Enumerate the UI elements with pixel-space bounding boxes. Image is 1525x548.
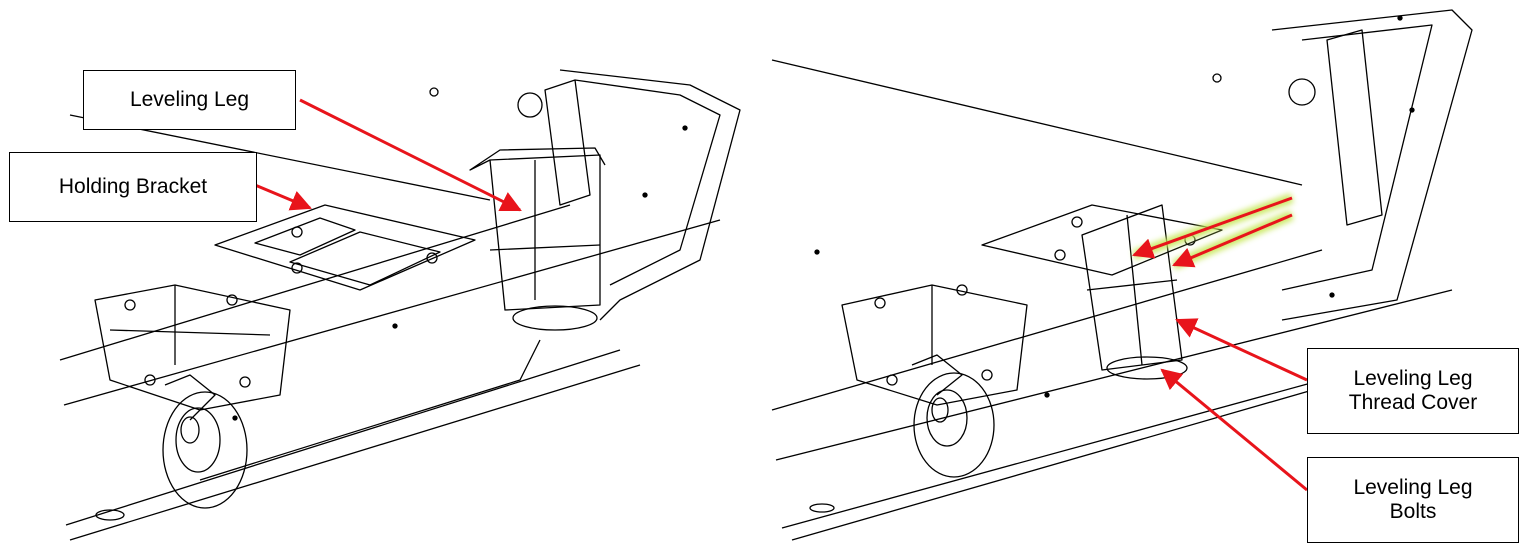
holding-bracket-plate: [214, 204, 476, 291]
leveling-leg-foot: [512, 305, 598, 331]
frame-right-corner: [559, 69, 741, 321]
arrow-to-bolt-2: [1172, 213, 1293, 268]
caster-mount: [841, 284, 1028, 406]
frame-hole: [1288, 78, 1316, 106]
frame-rail-lower: [63, 219, 721, 406]
frame-rail-bottom: [781, 379, 1323, 529]
frame-rail-bottom: [65, 349, 621, 526]
frame-right-corner: [1271, 9, 1473, 321]
frame-rail-upper: [59, 204, 571, 361]
leveling-leg-body: [489, 154, 601, 311]
frame-inner-post: [544, 79, 591, 206]
left-diagram-panel: Leveling Leg Holding Bracket: [0, 0, 762, 548]
right-line-drawing: [771, 9, 1473, 541]
label-leveling-leg-bolts: Leveling Leg Bolts: [1307, 457, 1519, 543]
frame-front-face: [199, 339, 541, 481]
leveling-leg-body: [1081, 204, 1183, 371]
arrow-to-bolt-1: [1132, 196, 1293, 259]
leveling-leg-foot: [1106, 356, 1188, 380]
label-leveling-leg-thread-cover: Leveling Leg Thread Cover: [1307, 348, 1519, 434]
frame-rail-lower: [775, 289, 1453, 461]
frame-rail-upper: [771, 249, 1323, 411]
label-holding-bracket: Holding Bracket: [9, 152, 257, 222]
arrow-to-bolts: [1160, 368, 1308, 492]
arrow-to-thread-cover: [1175, 318, 1308, 382]
frame-hole: [517, 92, 543, 118]
frame-right-inner: [1281, 24, 1433, 291]
caster-wheel: [162, 391, 248, 509]
arrow-to-leveling-leg: [299, 98, 522, 212]
arrow-to-holding-bracket: [254, 183, 312, 211]
caster-wheel: [913, 372, 995, 478]
frame-rail-bottom-2: [69, 364, 641, 541]
frame-right-inner: [574, 79, 721, 286]
frame-top-edge: [771, 59, 1303, 186]
frame-rail-bottom-2: [791, 369, 1383, 541]
holding-bracket-plate: [981, 204, 1223, 276]
right-diagram-panel: Leveling Leg Thread Cover Leveling Leg B…: [762, 0, 1525, 548]
label-leveling-leg: Leveling Leg: [83, 70, 296, 130]
caster-mount: [94, 284, 291, 411]
left-line-drawing: [59, 69, 741, 541]
frame-inner-post: [1326, 29, 1383, 226]
